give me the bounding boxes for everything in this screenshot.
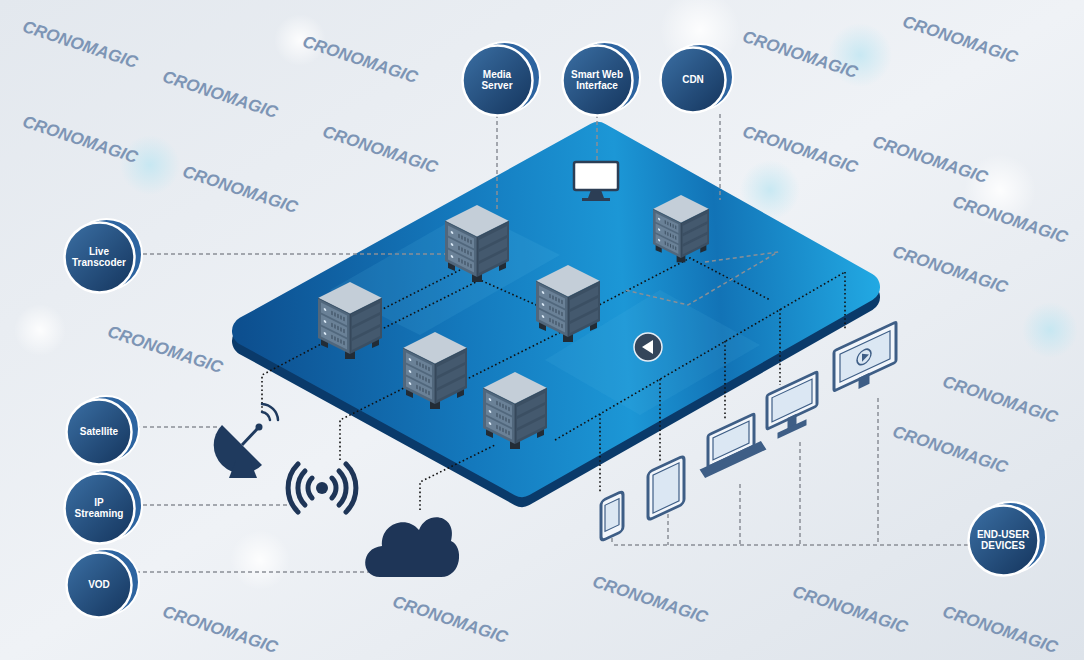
cloud-icon xyxy=(365,517,459,577)
watermark: CRONOMAGIC xyxy=(940,372,1060,428)
node-label: END-USER DEVICES xyxy=(974,529,1032,552)
circle-front xyxy=(968,505,1038,575)
bokeh-lights xyxy=(14,0,1078,590)
watermark: CRONOMAGIC xyxy=(590,572,710,628)
label-circle: Smart Web Interface xyxy=(561,44,634,117)
watermark: CRONOMAGIC xyxy=(890,422,1010,478)
watermark: CRONOMAGIC xyxy=(870,132,990,188)
watermark: CRONOMAGIC xyxy=(180,162,300,218)
web-monitor-icon xyxy=(574,162,618,201)
circle-front xyxy=(661,48,726,113)
node-label: IP Streaming xyxy=(70,497,128,520)
label-circle: Live Transcoder xyxy=(63,221,136,294)
platform xyxy=(247,137,865,492)
watermark: CRONOMAGIC xyxy=(940,602,1060,658)
circle-front xyxy=(67,553,132,618)
end-user-devices xyxy=(601,322,896,541)
node-label: Live Transcoder xyxy=(70,246,128,269)
watermark: CRONOMAGIC xyxy=(740,122,860,178)
circle-front xyxy=(64,473,134,543)
watermark: CRONOMAGIC xyxy=(300,32,420,88)
node-label: VOD xyxy=(88,579,110,591)
play-button xyxy=(634,333,662,361)
circle-front xyxy=(562,45,632,115)
watermark: CRONOMAGIC xyxy=(390,592,510,648)
node-label: CDN xyxy=(682,74,704,86)
watermark: CRONOMAGIC xyxy=(950,192,1070,248)
watermark: CRONOMAGIC xyxy=(900,12,1020,68)
watermark: CRONOMAGIC xyxy=(105,322,225,378)
watermark: CRONOMAGIC xyxy=(790,582,910,638)
leader-lines xyxy=(136,114,968,572)
label-circle: VOD xyxy=(65,551,133,619)
node-label: Smart Web Interface xyxy=(568,69,626,92)
node-label: Media Server xyxy=(468,69,526,92)
servers xyxy=(318,195,709,449)
watermark: CRONOMAGIC xyxy=(160,67,280,123)
satellite-dish xyxy=(214,404,278,478)
label-circle: IP Streaming xyxy=(63,472,136,545)
watermark: CRONOMAGIC xyxy=(160,602,280,658)
node-label: Satellite xyxy=(80,426,118,438)
label-circle: CDN xyxy=(659,46,727,114)
label-circle: Media Server xyxy=(461,44,534,117)
watermark: CRONOMAGIC xyxy=(890,242,1010,298)
watermark: CRONOMAGIC xyxy=(20,17,140,73)
circle-front xyxy=(67,400,132,465)
label-circle: END-USER DEVICES xyxy=(967,504,1040,577)
circle-front xyxy=(64,222,134,292)
label-circle: Satellite xyxy=(65,398,133,466)
watermark: CRONOMAGIC xyxy=(320,122,440,178)
watermark: CRONOMAGIC xyxy=(740,27,860,83)
wireless-icon xyxy=(288,464,356,512)
watermark: CRONOMAGIC xyxy=(20,112,140,168)
circle-front xyxy=(462,45,532,115)
